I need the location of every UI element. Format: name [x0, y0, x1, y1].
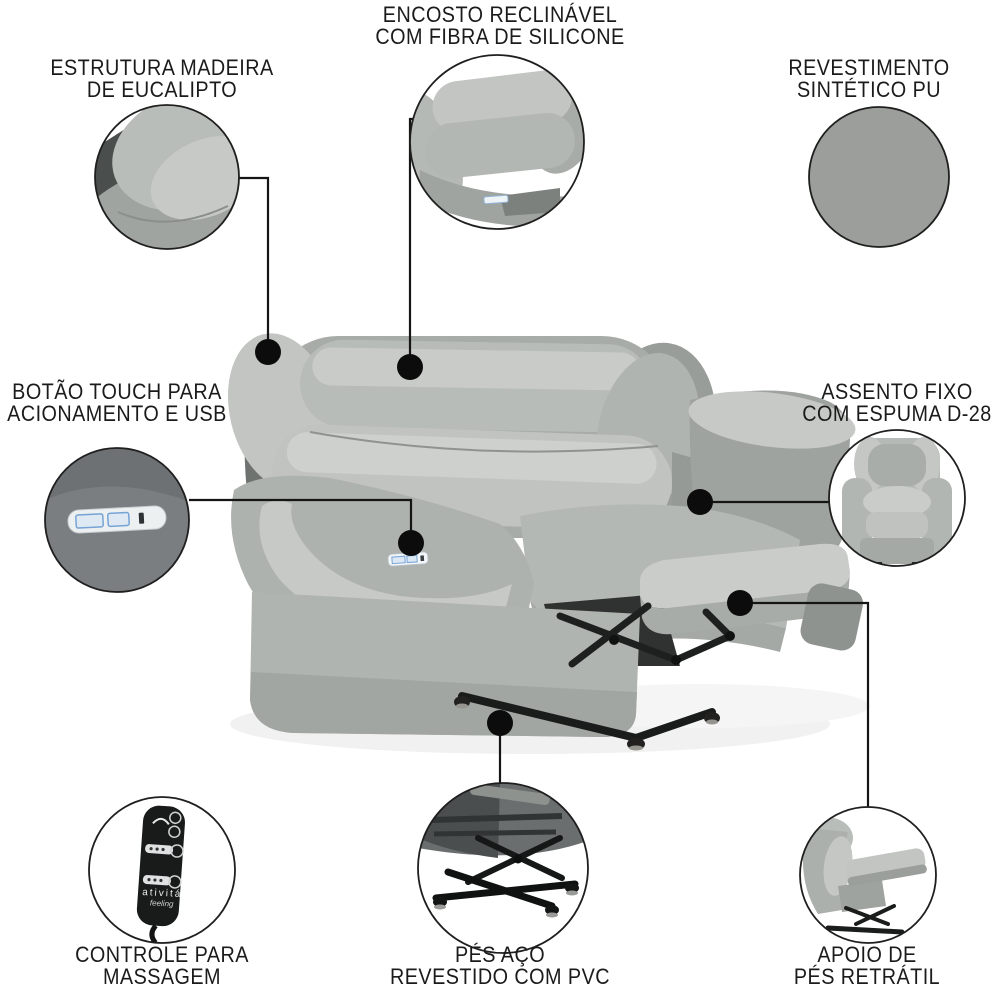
connector-estrutura	[239, 176, 270, 352]
detail-circle-backrest	[410, 55, 584, 229]
label-line: CONTROLE PARA	[75, 942, 249, 967]
label-line: COM FIBRA DE SILICONE	[375, 24, 625, 49]
remote-brand: ativitá feeling	[126, 886, 199, 910]
label-line: COM ESPUMA D-28	[802, 401, 992, 426]
callout-dot	[255, 339, 281, 365]
label-line: APOIO DE	[817, 942, 917, 967]
callout-dot	[487, 710, 513, 736]
callout-dot	[398, 530, 424, 556]
label-line: PÉS RETRÁTIL	[793, 964, 941, 989]
label-line: DE EUCALIPTO	[86, 77, 238, 102]
callout-dots	[255, 339, 753, 736]
label-line: ENCOSTO RECLINÁVEL	[382, 2, 618, 27]
label-line: REVESTIMENTO	[788, 55, 950, 80]
label-apoio-pes: APOIO DE PÉS RETRÁTIL	[714, 944, 1000, 988]
label-encosto: ENCOSTO RECLINÁVEL COM FIBRA DE SILICONE	[347, 4, 653, 48]
label-line: ACIONAMENTO E USB	[7, 401, 227, 426]
label-estrutura: ESTRUTURA MADEIRA DE EUCALIPTO	[9, 57, 315, 101]
detail-circle-remote	[89, 797, 235, 943]
label-line: ASSENTO FIXO	[821, 379, 973, 404]
label-botao-touch: BOTÃO TOUCH PARA ACIONAMENTO E USB	[0, 381, 270, 425]
label-line: SINTÉTICO PU	[796, 77, 941, 102]
callout-dot	[687, 489, 713, 515]
callout-dot	[727, 590, 753, 616]
detail-circle-seat	[829, 430, 965, 566]
connector-botao-touch	[189, 498, 413, 543]
label-revestimento: REVESTIMENTO SINTÉTICO PU	[716, 57, 1000, 101]
connector-apoio-pes	[740, 601, 870, 807]
callout-dot	[397, 354, 423, 380]
detail-circle-footrest	[800, 807, 936, 943]
detail-circle-wood-frame	[95, 105, 239, 249]
detail-circle-touch-button	[45, 448, 189, 592]
recliner-chair-illustration	[227, 333, 870, 754]
detail-circle-steel-feet	[418, 783, 588, 953]
detail-circle-pu-swatch	[808, 106, 950, 248]
label-assento: ASSENTO FIXO COM ESPUMA D-28	[744, 381, 1000, 425]
label-line: MASSAGEM	[102, 964, 222, 989]
steel-base-frame	[458, 692, 716, 742]
label-line: REVESTIDO COM PVC	[390, 964, 610, 989]
label-line: PÉS AÇO	[454, 942, 546, 967]
label-line: BOTÃO TOUCH PARA	[12, 379, 222, 404]
label-line: ESTRUTURA MADEIRA	[50, 55, 274, 80]
label-pes-aco: PÉS AÇO REVESTIDO COM PVC	[347, 944, 653, 988]
label-controle: CONTROLE PARA MASSAGEM	[9, 944, 315, 988]
